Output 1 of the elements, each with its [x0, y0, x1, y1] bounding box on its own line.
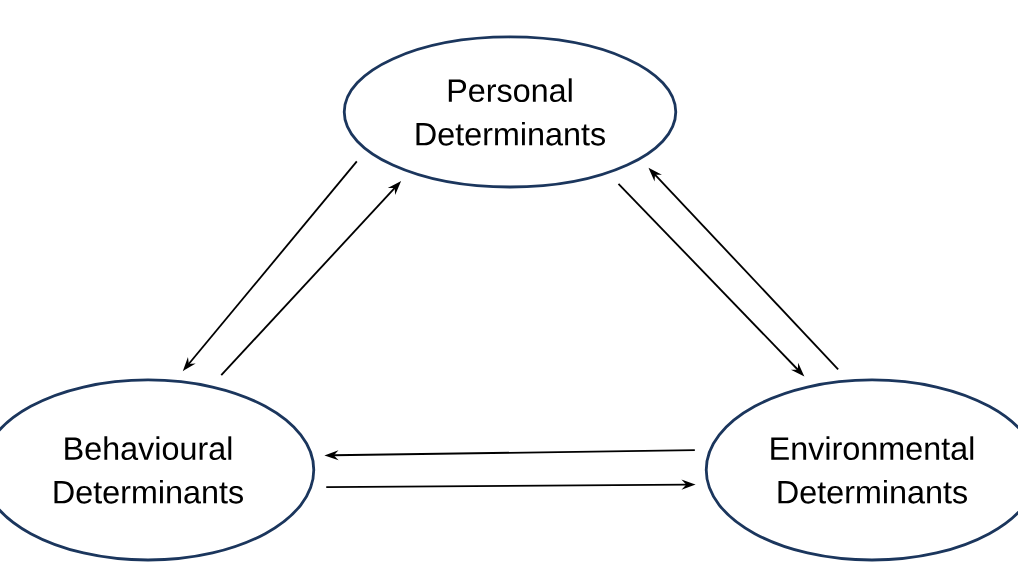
ellipse-node: Personal Determinants: [342, 35, 678, 189]
